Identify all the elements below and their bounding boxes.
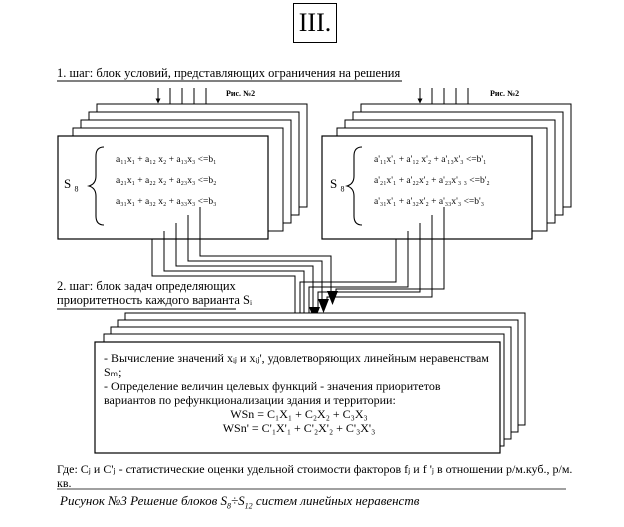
right-constraint-stack — [321, 103, 572, 240]
left-block-label: S 8 — [64, 176, 79, 194]
inequality-row: a'₃₁x'₁ + a'₃₂x'₂ + a'₃₃x'₃ <=b'₃ — [374, 197, 485, 207]
step2-label: 2. шаг: блок задач определяющих приорите… — [57, 279, 252, 307]
objective-formula-2: WSn' = C'₁X'₁ + C'₂X'₂ + C'₃X'₃ — [222, 421, 376, 435]
right-block-label: S 8 — [330, 176, 345, 194]
left-constraint-stack — [57, 103, 308, 240]
step1-label: 1. шаг: блок условий, представляющих огр… — [57, 66, 401, 80]
inequality-row: a'₂₁x'₁ + a'₂₂x'₂ + a'₂₃x'₃ ₃ <=b'₂ — [374, 176, 490, 186]
right-brace-icon — [345, 146, 363, 226]
footnote: Где: Cⱼ и C'ⱼ - статистические оценки уд… — [57, 462, 573, 490]
figure-caption: Рисунок №3 Решение блоков S8÷S12 систем … — [60, 493, 420, 511]
task-line-2: - Определение величин целевых функций - … — [104, 379, 441, 407]
figure-ref-left: Рис. №2 — [226, 89, 256, 98]
inequality-row: a₂₁x₁ + a₂₂ x₂ + a₂₃x₃ <=b₂ — [116, 176, 217, 186]
objective-formula-1: WSn = C₁X₁ + C₂X₂ + C₃X₃ — [230, 407, 368, 421]
inequality-row: a₁₁x₁ + a₁₂ x₂ + a₁₃x₃ <=b₁ — [116, 155, 217, 165]
left-inequality-list: a₁₁x₁ + a₁₂ x₂ + a₁₃x₃ <=b₁ a₂₁x₁ + a₂₂ … — [116, 150, 216, 213]
task-box-text: - Вычисление значений xᵢⱼ и xᵢⱼ', удовле… — [104, 351, 494, 435]
inequality-row: a'₁₁x'₁ + a'₁₂ x'₂ + a'₁₃x'₃ <=b'₁ — [374, 155, 487, 165]
task-line-1: - Вычисление значений xᵢⱼ и xᵢⱼ', удовле… — [104, 351, 489, 379]
right-output-connectors — [299, 207, 445, 323]
left-brace-icon — [87, 146, 105, 226]
task-stack — [94, 312, 526, 454]
figure-ref-right: Рис. №2 — [490, 89, 520, 98]
right-inequality-list: a'₁₁x'₁ + a'₁₂ x'₂ + a'₁₃x'₃ <=b'₁ a'₂₁x… — [374, 150, 490, 213]
roman-numeral: III. — [293, 3, 337, 43]
inequality-row: a₃₁x₁ + a₃₂ x₂ + a₃₃x₃ <=b₃ — [116, 197, 217, 207]
